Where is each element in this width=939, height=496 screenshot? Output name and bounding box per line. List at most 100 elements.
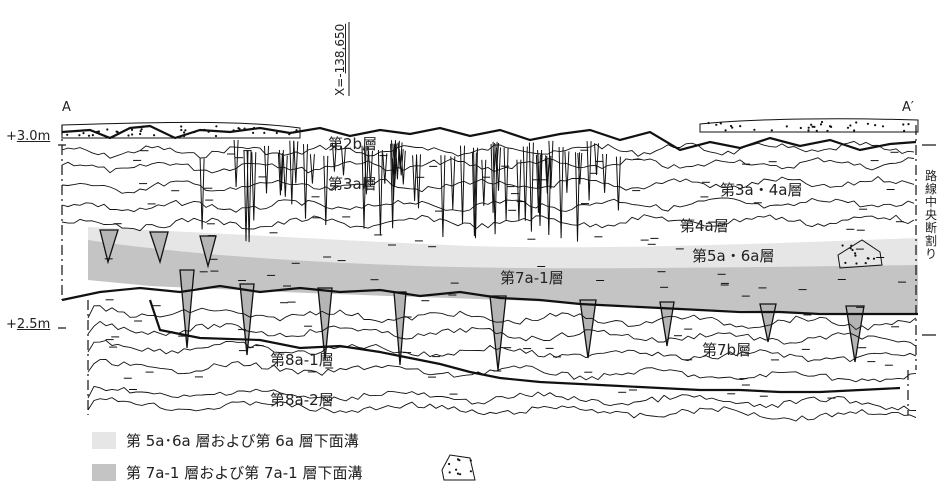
legend-swatch-dark <box>92 464 116 481</box>
side-note-char: 断 <box>924 221 937 235</box>
sand-dot <box>180 125 183 128</box>
layer-label-2b: 第2b層 <box>328 135 378 153</box>
sand-dot <box>130 128 134 131</box>
minor-boundary-line <box>61 140 915 159</box>
sand-dot <box>469 470 472 473</box>
sand-dot <box>849 247 852 250</box>
minor-boundary-line <box>87 320 917 347</box>
layer-label-7b: 第7b層 <box>702 341 752 359</box>
sand-dot <box>731 126 734 129</box>
root-trace <box>450 156 456 210</box>
sand-dot <box>830 125 833 128</box>
minor-boundary-line <box>87 305 917 331</box>
sand-dot <box>180 128 183 132</box>
side-note-char: 線 <box>924 182 937 196</box>
sand-dot <box>864 262 867 265</box>
root-trace <box>303 144 308 219</box>
side-note-char: 割 <box>924 234 937 248</box>
layer-label-8a-1: 第8a-1層 <box>270 351 334 369</box>
sand-dot <box>82 132 85 135</box>
side-note-char: 路 <box>924 169 937 183</box>
minor-boundary-line <box>87 359 917 383</box>
minor-boundary-line <box>87 385 917 412</box>
sand-dot <box>139 132 142 136</box>
sand-dot <box>810 123 813 126</box>
sand-dot <box>819 123 823 126</box>
root-trace <box>594 143 599 176</box>
sand-dot <box>851 248 854 252</box>
sand-dot <box>215 125 218 128</box>
elevation-upper-value: 3.0m <box>16 129 51 144</box>
root-trace <box>392 158 397 188</box>
sand-dot <box>91 134 94 137</box>
sand-dot <box>846 126 850 129</box>
minor-boundary-line <box>61 157 915 174</box>
root-trace <box>481 159 487 206</box>
coordinate-value: 138,650 <box>333 23 347 74</box>
elevation-lower-sign: + <box>6 317 17 332</box>
minor-boundary-line <box>87 340 917 363</box>
root-trace <box>282 155 288 197</box>
sand-dot <box>739 125 742 128</box>
sand-dot <box>106 128 109 131</box>
sand-dot <box>456 472 460 475</box>
layer-label-7a-1: 第7a-1層 <box>500 269 564 287</box>
side-note-char: 央 <box>924 208 937 222</box>
sand-dot <box>140 128 143 131</box>
sand-dot <box>820 120 824 124</box>
root-trace <box>398 148 404 176</box>
section-end-left: A <box>62 100 71 115</box>
side-note: 路 線 中 央 断 割 り <box>924 170 938 261</box>
sand-dot <box>469 459 472 462</box>
sand-dot <box>252 131 255 134</box>
root-trace <box>309 154 315 184</box>
minor-boundaries <box>61 140 917 422</box>
root-trace <box>390 143 396 229</box>
root-trace <box>503 147 509 221</box>
sand-dot <box>770 129 773 132</box>
side-note-char: 中 <box>924 195 937 209</box>
sand-dot <box>87 134 91 137</box>
sand-dot <box>707 121 710 125</box>
root-trace <box>199 158 205 230</box>
elevation-upper-sign: + <box>6 129 17 144</box>
legend-swatch-light <box>92 432 116 449</box>
root-trace <box>400 150 406 185</box>
layer-7a-1-band <box>88 240 918 315</box>
elevation-ticks <box>58 144 936 336</box>
sand-dot <box>131 133 134 136</box>
root-trace <box>575 152 580 242</box>
sand-dot <box>214 134 218 138</box>
minor-boundary-line <box>61 197 915 213</box>
sand-dot <box>719 122 722 125</box>
elevation-lower: +2.5m <box>6 318 50 332</box>
sand-dot <box>902 123 905 126</box>
root-trace <box>558 146 564 239</box>
root-trace <box>278 149 284 191</box>
elevation-upper: +3.0m <box>6 130 50 144</box>
root-trace <box>363 146 369 195</box>
sand-dot <box>849 124 852 127</box>
root-trace <box>341 146 346 176</box>
sand-dot <box>815 129 818 132</box>
sand-dot <box>459 473 462 476</box>
root-trace <box>416 154 421 209</box>
clay-dashes <box>104 149 906 399</box>
layer-label-5a-6a: 第5a・6a層 <box>692 247 775 265</box>
root-trace <box>412 155 418 201</box>
sand-dot <box>97 130 100 133</box>
sand-dot <box>826 129 829 132</box>
root-trace <box>246 150 252 243</box>
root-trace <box>522 146 528 221</box>
sand-dot <box>850 244 853 247</box>
root-trace <box>537 149 543 216</box>
sand-dot <box>275 131 278 135</box>
sand-dot <box>153 134 156 137</box>
sand-dot <box>115 130 118 133</box>
root-trace <box>293 141 299 184</box>
section-end-right: A′ <box>902 100 914 115</box>
sand-dot <box>785 125 788 128</box>
root-trace <box>471 152 477 237</box>
root-trace <box>377 149 383 236</box>
root-trace <box>586 141 592 201</box>
